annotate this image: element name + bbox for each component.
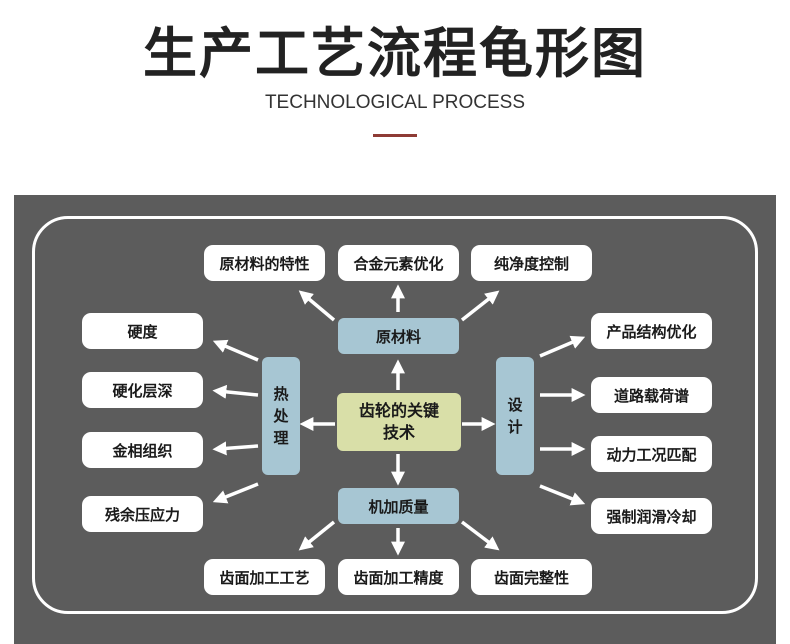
arrow-bottom-left bbox=[298, 520, 336, 551]
diagram-frame bbox=[32, 216, 758, 614]
hub-heat-char-3: 理 bbox=[273, 429, 289, 447]
title-underline bbox=[373, 134, 417, 137]
center-line-2: 技术 bbox=[382, 423, 415, 442]
node-surface-process: 齿面加工工艺 bbox=[204, 559, 325, 595]
arrow-top-left bbox=[298, 290, 336, 322]
node-structure-optimization: 产品结构优化 bbox=[591, 313, 712, 349]
hub-design-char-1: 设 bbox=[507, 396, 523, 414]
node-case-depth: 硬化层深 bbox=[82, 372, 203, 408]
hub-heat-treatment: 热 处 理 bbox=[262, 357, 300, 475]
arrow-right-1 bbox=[539, 335, 586, 358]
arrow-bottom-right bbox=[460, 520, 500, 551]
node-alloy-optimization: 合金元素优化 bbox=[338, 245, 459, 281]
hub-heat-char-2: 处 bbox=[273, 407, 289, 425]
hub-heat-char-1: 热 bbox=[273, 385, 289, 403]
page-subtitle: TECHNOLOGICAL PROCESS bbox=[264, 92, 526, 113]
node-hardness: 硬度 bbox=[82, 313, 203, 349]
hub-design: 设 计 bbox=[496, 357, 534, 475]
node-surface-integrity: 齿面完整性 bbox=[471, 559, 592, 595]
page-title: 生产工艺流程龟形图 bbox=[143, 22, 647, 85]
node-residual-stress: 残余压应力 bbox=[82, 496, 203, 532]
arrow-right-4 bbox=[539, 484, 586, 506]
center-line-1: 齿轮的关键 bbox=[358, 401, 439, 420]
arrow-left-2 bbox=[212, 384, 259, 399]
node-metallographic: 金相组织 bbox=[82, 432, 203, 468]
node-road-load-spectrum: 道路载荷谱 bbox=[591, 377, 712, 413]
hub-raw-material: 原材料 bbox=[338, 318, 459, 354]
hub-machining-quality: 机加质量 bbox=[338, 488, 459, 524]
node-power-matching: 动力工况匹配 bbox=[591, 436, 712, 472]
node-forced-lubrication: 强制润滑冷却 bbox=[591, 498, 712, 534]
node-material-properties: 原材料的特性 bbox=[204, 245, 325, 281]
arrow-left-1 bbox=[212, 339, 259, 362]
node-purity-control: 纯净度控制 bbox=[471, 245, 592, 281]
arrow-left-4 bbox=[212, 482, 259, 504]
hub-design-char-2: 计 bbox=[507, 418, 523, 436]
arrow-left-3 bbox=[212, 441, 259, 456]
center-node: 齿轮的关键 技术 bbox=[337, 393, 461, 451]
node-surface-precision: 齿面加工精度 bbox=[338, 559, 459, 595]
arrow-top-right bbox=[460, 290, 500, 322]
